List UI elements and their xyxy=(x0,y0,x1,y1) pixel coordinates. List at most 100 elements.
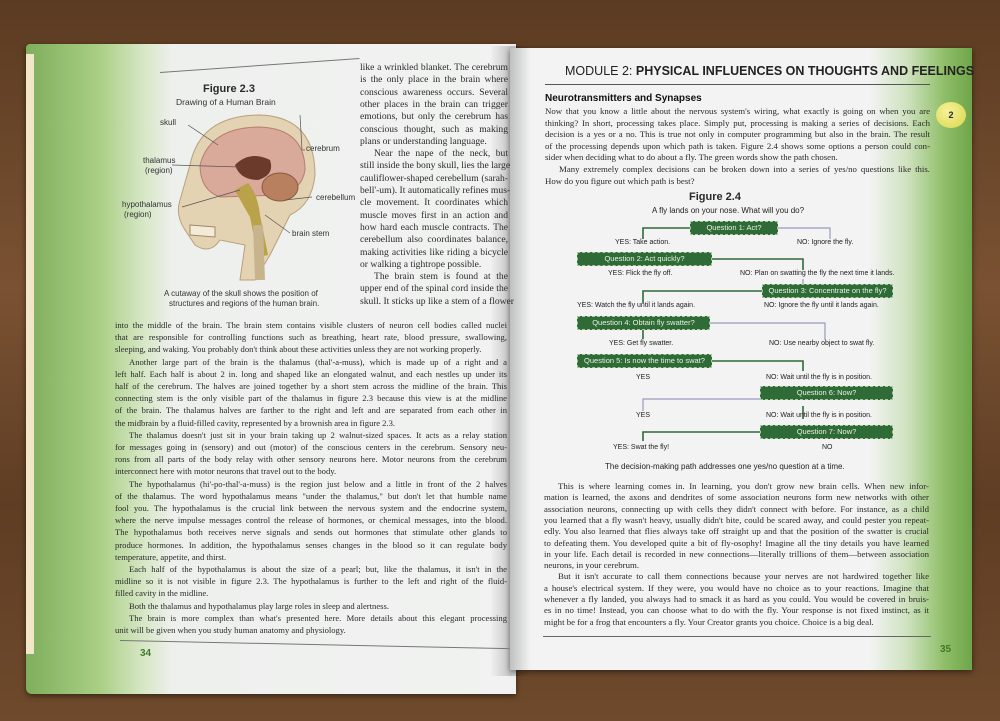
label-brain-stem: brain stem xyxy=(292,229,330,238)
figure-2-4-caption: The decision-making path addresses one y… xyxy=(605,462,845,471)
answer-q7-no: NO xyxy=(822,444,833,451)
text-line: cle movement. It coordinates which xyxy=(360,197,508,209)
answer-q7-yes: YES: Swat the fly! xyxy=(613,444,670,451)
text-line: sleeping, and waking. You probably don't… xyxy=(115,344,482,355)
text-line: midline so it is not visible in figure 2… xyxy=(115,576,507,587)
label-cerebellum: cerebellum xyxy=(316,193,356,202)
text-line: whenever a fly landed, you always had to… xyxy=(544,594,929,604)
text-line: of the thalamus. The word hypothalamus m… xyxy=(115,490,507,501)
text-line: for messages going in (sensory) and out … xyxy=(115,442,507,452)
text-line: Each half of the hypothalamus is about t… xyxy=(129,564,507,574)
text-line: The brain stem is found at the xyxy=(374,271,508,283)
chapter-tab: 2 xyxy=(936,102,966,128)
answer-q3-no: NO: Ignore the fly until it lands again. xyxy=(764,302,879,309)
text-line: produce hormones. In addition, the hypot… xyxy=(115,539,507,550)
text-line: how hard each muscle contracts. The xyxy=(360,221,508,233)
answer-q2-no: NO: Plan on swatting the fly the next ti… xyxy=(740,270,895,277)
figure-2-4-subtitle: A fly lands on your nose. What will you … xyxy=(652,206,805,215)
answer-q5-yes: YES xyxy=(636,374,651,381)
header-rule xyxy=(545,84,930,85)
text-line: cauliflower-shaped cerebellum (sarah- xyxy=(360,172,508,184)
text-line: conscious thought, such as making xyxy=(360,123,508,135)
text-line: unit will be given when you study human … xyxy=(115,625,346,635)
text-line: interconnect here with motor neurons tha… xyxy=(115,466,337,477)
question-7-box: Question 7: Now? xyxy=(760,425,893,439)
text-line: making activities like riding a bicycle xyxy=(360,246,508,258)
text-line: upper end of the spinal cord inside the xyxy=(360,283,508,295)
figure-2-3-subtitle: Drawing of a Human Brain xyxy=(176,97,276,107)
text-line: But it isn't accurate to call them conne… xyxy=(558,571,929,582)
question-6-box: Question 6: Now? xyxy=(760,386,893,400)
answer-q4-yes: YES: Get fly swatter. xyxy=(609,340,674,347)
answer-q4-no: NO: Use nearby object to swat fly. xyxy=(769,340,875,347)
label-hypothalamus: hypothalamus xyxy=(122,200,172,209)
text-line: es in no time! Instead, you can choose w… xyxy=(544,605,929,616)
answer-q1-yes: YES: Take action. xyxy=(615,239,671,246)
text-line: filled cavity in the midline. xyxy=(115,588,209,599)
text-line: rons from all parts of the body relay wi… xyxy=(115,454,507,465)
text-line: still inside the bony skull, lies the la… xyxy=(360,160,511,172)
spine-shape xyxy=(253,224,265,281)
text-line: decision is a yes or a no. This is true … xyxy=(545,129,930,140)
page-number-left: 34 xyxy=(140,648,152,659)
text-line: sider when deciding what to do about a f… xyxy=(545,152,838,163)
figure-2-3-caption-line: structures and regions of the human brai… xyxy=(169,299,320,308)
question-3-box: Question 3: Concentrate on the fly? xyxy=(762,284,893,298)
text-line: where the nerve impulse messages control… xyxy=(115,515,507,526)
question-5-box: Question 5: Is now the time to swat? xyxy=(577,354,712,368)
text-line: The brain is more complex than what's pr… xyxy=(129,612,507,623)
figure-2-4-title: Figure 2.4 xyxy=(689,191,741,203)
text-line: neurons, in your cerebrum. xyxy=(544,560,640,571)
text-line: or walking a tightrope possible. xyxy=(360,258,482,270)
text-line: of the brain. The thalamus halves are fa… xyxy=(115,405,507,416)
answer-q3-yes: YES: Watch the fly until it lands again. xyxy=(577,302,696,309)
answer-q6-yes: YES xyxy=(636,412,651,419)
answer-q1-no: NO: Ignore the fly. xyxy=(797,239,854,246)
text-line: cerebellum also coordinates balance, xyxy=(360,234,508,246)
text-line: thinking? In short, processing takes pla… xyxy=(545,117,930,128)
text-line: like a wrinkled blanket. The cerebrum xyxy=(360,62,508,73)
question-1-box: Question 1: Act? xyxy=(690,221,778,235)
text-line: The hypothalamus (hi'-po-thal'-a-muss) i… xyxy=(129,478,507,489)
footer-rule xyxy=(543,636,931,637)
text-line: muscle moves first in an action and xyxy=(360,209,508,221)
question-2-box: Question 2: Act quickly? xyxy=(577,252,712,266)
section-heading: Neurotransmitters and Synapses xyxy=(545,93,702,104)
text-line: The thalamus doesn't just sit in your br… xyxy=(129,429,507,440)
text-line: half of the cerebrum. The halves are joi… xyxy=(115,381,507,391)
text-line: left half. Each half is about 2 in. long… xyxy=(115,368,507,379)
label-hypothalamus-region: (region) xyxy=(124,210,152,219)
text-line: temperature, appetite, and thirst. xyxy=(115,551,227,562)
text-line: Another large part of the brain is the t… xyxy=(129,356,507,367)
text-line: fool you. The hypothalamus is the crucia… xyxy=(115,503,507,513)
text-line: into the middle of the brain. The brain … xyxy=(115,320,507,330)
label-cerebrum: cerebrum xyxy=(306,144,340,153)
answer-q2-yes: YES: Flick the fly off. xyxy=(608,270,673,277)
text-line: that are responsible for controlling fun… xyxy=(115,332,507,343)
text-line: edly. You also learned that flies always… xyxy=(544,526,929,537)
question-4-box: Question 4: Obtain fly swatter? xyxy=(577,316,710,330)
figure-2-3-title: Figure 2.3 xyxy=(203,83,255,95)
text-line: emotions, but only the cerebrum has xyxy=(360,111,508,123)
text-line: is the only place in the brain where xyxy=(360,74,508,86)
text-line: Near the nape of the neck, but xyxy=(374,148,508,160)
book-gutter xyxy=(490,46,530,676)
text-line: conscious awareness occurs. Several xyxy=(360,86,508,98)
text-line: you learned that a fly wasn't heavy, usu… xyxy=(544,514,929,525)
flowchart-connectors xyxy=(642,227,831,441)
text-line: association neurons, connecting up with … xyxy=(544,503,929,514)
figure-2-3-caption-line: A cutaway of the skull shows the positio… xyxy=(164,289,318,298)
text-line: Both the thalamus and hypothalamus play … xyxy=(129,600,389,611)
text-line: other places in the brain can trigger xyxy=(360,98,508,110)
module-header-title: PHYSICAL INFLUENCES ON THOUGHTS AND FEEL… xyxy=(635,64,975,78)
teeth-shape xyxy=(189,224,216,238)
text-line: connecting stem is the only visible part… xyxy=(115,393,507,404)
text-line: of the processing depends upon which pat… xyxy=(545,140,930,151)
text-line: skull. It sticks up like a stem of a flo… xyxy=(360,295,515,307)
text-line: might be for a frog that encounters a fl… xyxy=(544,616,874,627)
cerebellum-shape xyxy=(261,172,299,202)
thalamus-region xyxy=(235,156,272,180)
page-number-right: 35 xyxy=(940,644,952,655)
answer-q6-no: NO: Wait until the fly is in position. xyxy=(766,412,872,419)
module-header: MODULE 2: PHYSICAL INFLUENCES ON THOUGHT… xyxy=(565,64,974,78)
